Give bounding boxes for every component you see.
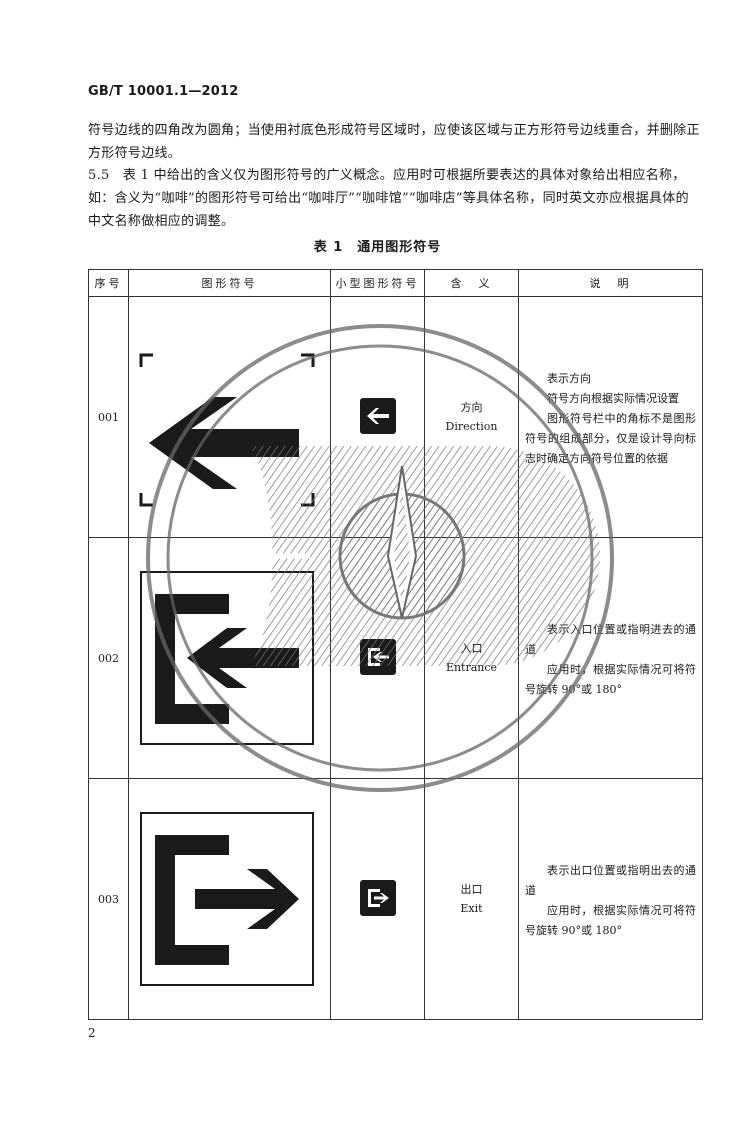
description-line: 图形符号栏中的角标不是图形符号的组成部分，仅是设计导向标志时确定方向符号位置的依… [525, 412, 696, 465]
page-number: 2 [88, 1026, 96, 1040]
header-symbol: 图形符号 [128, 269, 331, 297]
description-line: 应用时，根据实际情况可将符号旋转 90°或 180° [525, 663, 696, 696]
symbol-cell [128, 778, 331, 1020]
meaning-cell: 方向 Direction [424, 296, 519, 538]
paragraph-corner-note: 符号边线的四角改为圆角；当使用衬底色形成符号区域时，应使该区域与正方形符号边线重… [88, 123, 700, 161]
small-arrow-left-icon [359, 397, 396, 434]
description-cell: 表示入口位置或指明进去的通道 应用时，根据实际情况可将符号旋转 90°或 180… [518, 537, 703, 779]
description-line: 表示入口位置或指明进去的通道 [525, 623, 696, 656]
description-line: 符号方向根据实际情况设置 [547, 392, 679, 405]
small-entrance-icon [359, 638, 396, 675]
description-line: 表示出口位置或指明出去的通道 [525, 864, 696, 897]
table-row: 001 方向 [88, 296, 703, 538]
table-row: 002 入口 Entrance 表示入口位置或指明 [88, 537, 703, 779]
table-caption: 表 1 通用图形符号 [313, 240, 442, 255]
exit-icon [140, 812, 314, 986]
entrance-icon [140, 571, 314, 745]
description-cell: 表示方向 符号方向根据实际情况设置 图形符号栏中的角标不是图形符号的组成部分，仅… [518, 296, 703, 538]
meaning-en: Direction [445, 420, 498, 433]
table-header-row: 序号 图形符号 小型图形符号 含 义 说 明 [88, 269, 703, 297]
symbol-cell [128, 296, 331, 538]
meaning-en: Exit [460, 902, 483, 915]
description-cell: 表示出口位置或指明出去的通道 应用时，根据实际情况可将符号旋转 90°或 180… [518, 778, 703, 1020]
symbol-cell [128, 537, 331, 779]
row-number: 003 [88, 778, 129, 1020]
meaning-cell: 入口 Entrance [424, 537, 519, 779]
small-symbol-cell [330, 296, 425, 538]
small-symbol-cell [330, 778, 425, 1020]
arrow-left-icon [139, 353, 315, 507]
row-number: 001 [88, 296, 129, 538]
header-small-symbol: 小型图形符号 [330, 269, 425, 297]
meaning-zh: 入口 [460, 642, 483, 655]
header-meaning: 含 义 [424, 269, 519, 297]
header-description: 说 明 [518, 269, 703, 297]
meaning-en: Entrance [445, 661, 498, 674]
paragraph-5-5: 5.5 表 1 中给出的含义仅为图形符号的广义概念。应用时可根据所要表达的具体对… [88, 168, 689, 229]
header-number: 序号 [88, 269, 129, 297]
symbol-table: 序号 图形符号 小型图形符号 含 义 说 明 001 [88, 269, 703, 1020]
meaning-zh: 方向 [460, 401, 483, 414]
description-line: 表示方向 [547, 372, 591, 385]
small-symbol-cell [330, 537, 425, 779]
table-row: 003 出口 Exit 表示出口位置或指明出去的通 [88, 778, 703, 1020]
row-number: 002 [88, 537, 129, 779]
small-exit-icon [359, 879, 396, 916]
standard-code: GB/T 10001.1—2012 [88, 84, 239, 99]
description-line: 应用时，根据实际情况可将符号旋转 90°或 180° [525, 904, 696, 937]
meaning-cell: 出口 Exit [424, 778, 519, 1020]
meaning-zh: 出口 [460, 883, 483, 896]
